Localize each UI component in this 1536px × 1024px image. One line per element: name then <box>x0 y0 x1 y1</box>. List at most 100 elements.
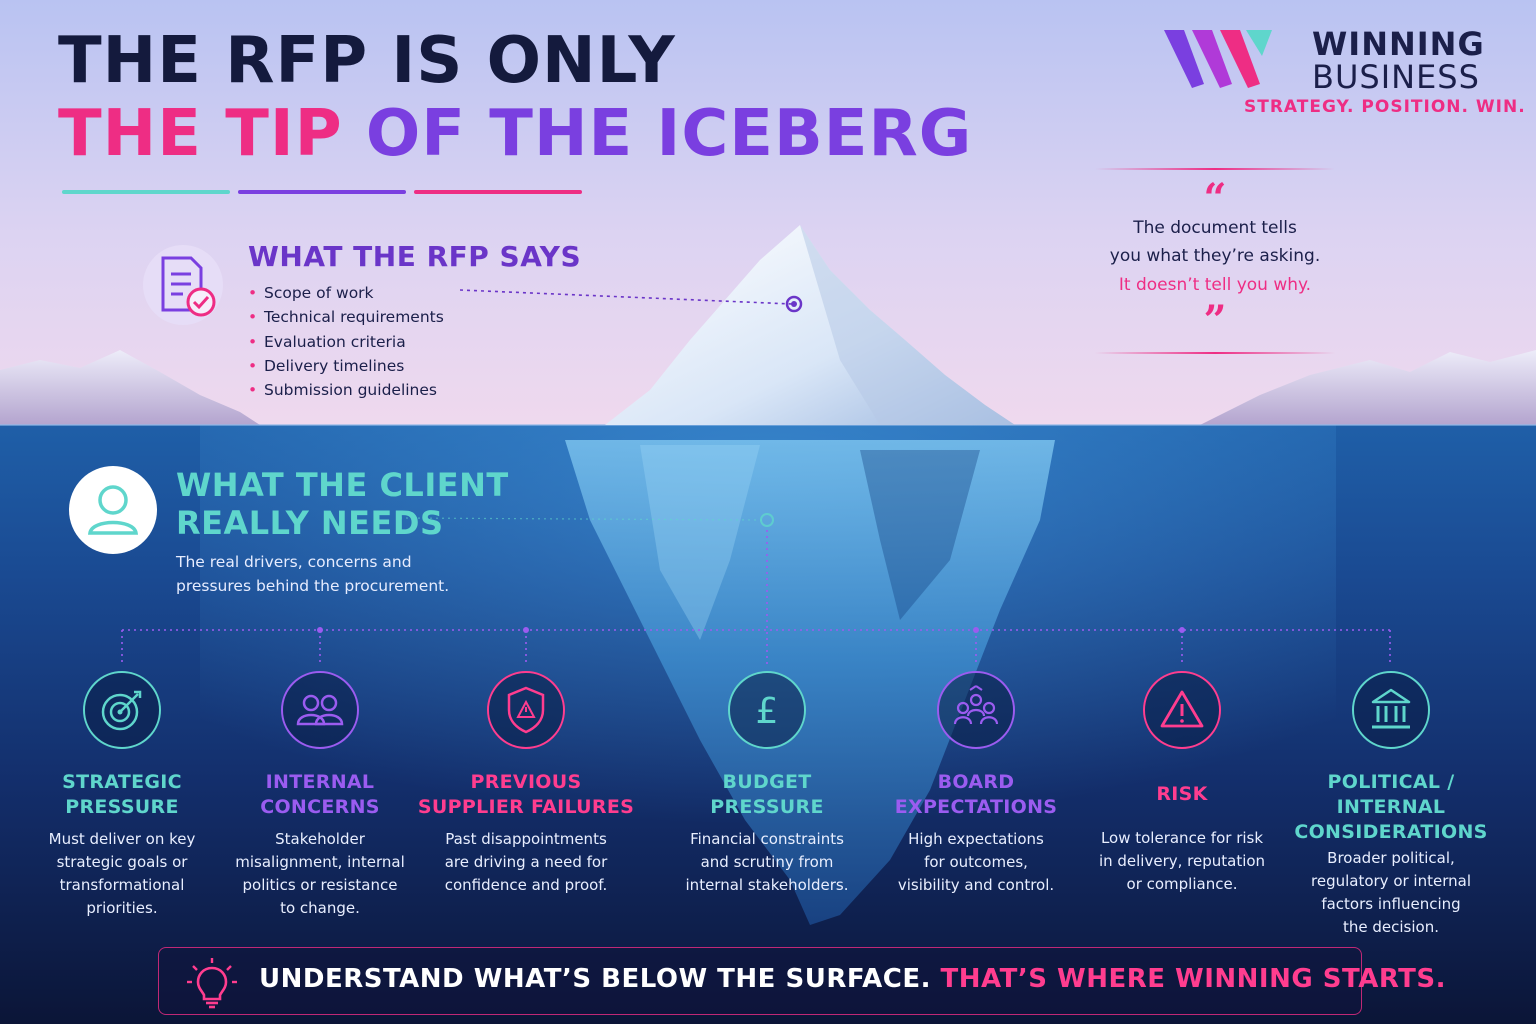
list-item: Technical requirements <box>248 305 444 330</box>
driver-description: Past disappointments are driving a need … <box>414 828 638 897</box>
driver-title-line: INTERNAL <box>1336 796 1446 818</box>
banner-text-white: UNDERSTAND WHAT’S BELOW THE SURFACE. <box>259 964 931 994</box>
driver-political-internal-considerations: POLITICAL / INTERNAL CONSIDERATIONS Broa… <box>1286 670 1496 939</box>
list-item: Scope of work <box>248 281 444 306</box>
driver-title: STRATEGIC PRESSURE <box>22 770 222 820</box>
driver-description-line: for outcomes, <box>924 853 1028 871</box>
driver-title: PREVIOUS SUPPLIER FAILURES <box>414 770 638 820</box>
svg-text:£: £ <box>756 691 779 732</box>
shield-alert-icon <box>487 671 565 749</box>
banner-text: UNDERSTAND WHAT’S BELOW THE SURFACE. THA… <box>259 964 1446 994</box>
client-heading: WHAT THE CLIENT REALLY NEEDS <box>176 466 509 542</box>
driver-title: RISK <box>1082 770 1282 819</box>
quote-line-3: It doesn’t tell you why. <box>1118 275 1312 295</box>
list-item: Submission guidelines <box>248 378 444 403</box>
people-icon <box>281 671 359 749</box>
logo-word-1: WINNING <box>1312 25 1485 63</box>
quote-line-1: The document tells <box>1133 218 1297 238</box>
driver-title-line: POLITICAL / <box>1327 771 1455 793</box>
pound-icon: £ <box>728 671 806 749</box>
bottom-banner: UNDERSTAND WHAT’S BELOW THE SURFACE. THA… <box>158 947 1446 1015</box>
driver-description: Broader political, regulatory or interna… <box>1286 847 1496 939</box>
driver-description-line: the decision. <box>1343 918 1439 936</box>
driver-description-line: confidence and proof. <box>444 876 608 894</box>
driver-board-expectations: BOARD EXPECTATIONS High expectations for… <box>876 670 1076 897</box>
driver-description-line: Low tolerance for risk <box>1100 829 1264 847</box>
driver-description-line: internal stakeholders. <box>685 876 849 894</box>
quote-top-rule <box>1095 168 1335 170</box>
driver-title-line: PRESSURE <box>710 796 824 818</box>
driver-description-line: to change. <box>280 899 360 917</box>
target-icon <box>83 671 161 749</box>
logo-tagline: STRATEGY. POSITION. WIN. <box>1244 97 1526 117</box>
client-description: The real drivers, concerns and pressures… <box>176 550 496 598</box>
warning-icon <box>1143 671 1221 749</box>
driver-budget-pressure: £ BUDGET PRESSURE Financial constraints … <box>667 670 867 897</box>
client-heading-line-1: WHAT THE CLIENT <box>176 466 509 504</box>
driver-risk: RISK Low tolerance for risk in delivery,… <box>1082 670 1282 896</box>
title-line-1: THE RFP IS ONLY <box>58 24 676 98</box>
person-icon <box>69 466 157 554</box>
list-item: Evaluation criteria <box>248 330 444 355</box>
driver-description: Low tolerance for risk in delivery, repu… <box>1082 827 1282 896</box>
driver-title-line: STRATEGIC <box>62 771 182 793</box>
driver-description: High expectations for outcomes, visibili… <box>876 828 1076 897</box>
driver-title-line: INTERNAL <box>265 771 375 793</box>
lightbulb-icon <box>187 958 237 1009</box>
document-check-icon <box>143 245 223 325</box>
logo-word-2: BUSINESS <box>1312 58 1480 96</box>
quote-line-2: you what they’re asking. <box>1109 246 1321 266</box>
driver-description-line: politics or resistance <box>242 876 398 894</box>
driver-description-line: Broader political, <box>1327 849 1455 867</box>
title-highlight-purple: OF THE ICEBERG <box>365 97 973 171</box>
driver-description: Must deliver on key strategic goals or t… <box>22 828 222 920</box>
driver-title-line: BUDGET <box>722 771 812 793</box>
driver-title: INTERNAL CONCERNS <box>220 770 420 820</box>
quote-close-mark: ” <box>1203 297 1227 344</box>
list-item: Delivery timelines <box>248 354 444 379</box>
driver-description-line: regulatory or internal <box>1311 872 1471 890</box>
title-underline <box>62 190 582 196</box>
driver-title-line: EXPECTATIONS <box>894 796 1058 818</box>
driver-title-line: SUPPLIER FAILURES <box>417 796 635 818</box>
driver-description-line: are driving a need for <box>444 853 608 871</box>
driver-title-line: BOARD <box>937 771 1015 793</box>
driver-description-line: strategic goals or <box>56 853 188 871</box>
quote-block: “ The document tells you what they’re as… <box>1060 168 1370 354</box>
client-description-line-2: pressures behind the procurement. <box>176 577 450 595</box>
logo-mark-icon <box>1164 30 1272 88</box>
driver-title: POLITICAL / INTERNAL CONSIDERATIONS <box>1286 770 1496 845</box>
rfp-list: Scope of work Technical requirements Eva… <box>248 281 444 403</box>
driver-description-line: Must deliver on key <box>48 830 196 848</box>
driver-title-line: PREVIOUS <box>470 771 582 793</box>
quote-bottom-rule <box>1095 352 1335 354</box>
driver-description: Stakeholder misalignment, internal polit… <box>220 828 420 920</box>
driver-description-line: Stakeholder <box>275 830 365 848</box>
driver-strategic-pressure: STRATEGIC PRESSURE Must deliver on key s… <box>22 670 222 920</box>
driver-description-line: or compliance. <box>1126 875 1238 893</box>
driver-description-line: Past disappointments <box>445 830 607 848</box>
title-highlight-pink: THE TIP <box>58 97 343 171</box>
winning-business-logo: WINNING BUSINESS STRATEGY. POSITION. WIN… <box>1162 22 1525 122</box>
driver-title: BOARD EXPECTATIONS <box>876 770 1076 820</box>
title-line-2: THE TIP OF THE ICEBERG <box>58 96 972 172</box>
driver-title-line: CONSIDERATIONS <box>1294 821 1488 843</box>
driver-previous-supplier-failures: PREVIOUS SUPPLIER FAILURES Past disappoi… <box>414 670 638 897</box>
rfp-heading: WHAT THE RFP SAYS <box>248 240 582 273</box>
driver-description: Financial constraints and scrutiny from … <box>667 828 867 897</box>
logo-wordmark: WINNING BUSINESS <box>1312 28 1485 94</box>
banner-text-pink: THAT’S WHERE WINNING STARTS. <box>940 964 1447 994</box>
driver-title-line: CONCERNS <box>260 796 380 818</box>
client-description-line-1: The real drivers, concerns and <box>176 553 412 571</box>
driver-description-line: transformational <box>59 876 185 894</box>
driver-description-line: priorities. <box>86 899 158 917</box>
main-title: THE RFP IS ONLY THE TIP OF THE ICEBERG <box>58 26 972 172</box>
driver-description-line: in delivery, reputation <box>1098 852 1266 870</box>
client-heading-line-2: REALLY NEEDS <box>176 504 444 542</box>
driver-title-line: PRESSURE <box>65 796 179 818</box>
driver-description-line: misalignment, internal <box>235 853 405 871</box>
driver-description-line: Financial constraints <box>690 830 844 848</box>
driver-description-line: and scrutiny from <box>700 853 834 871</box>
driver-description-line: High expectations <box>908 830 1044 848</box>
